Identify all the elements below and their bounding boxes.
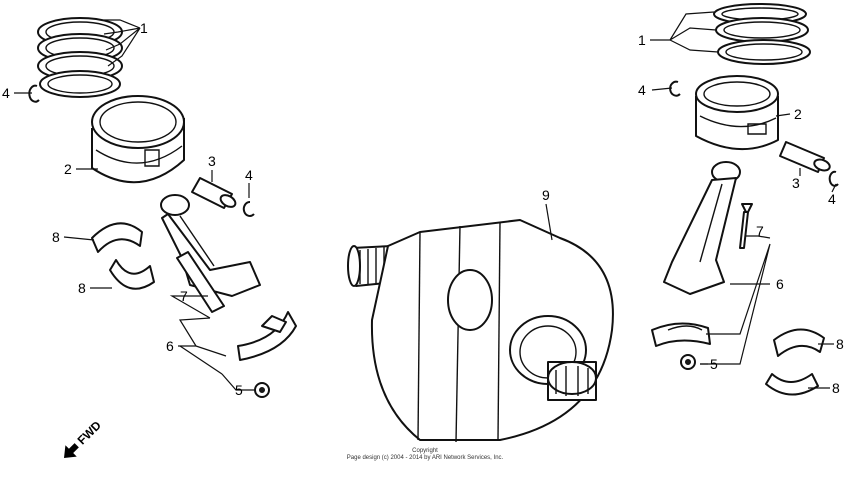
right-piston-pin[interactable]: [779, 141, 831, 173]
callout-right-bearing-upper: 8: [836, 336, 844, 352]
crankshaft[interactable]: [347, 219, 614, 443]
callout-right-piston: 2: [794, 106, 802, 122]
fwd-indicator: FWD: [64, 418, 104, 458]
left-connecting-rod[interactable]: [160, 194, 261, 313]
callout-left-bearing-lower: 8: [78, 280, 86, 296]
callout-crankshaft: 9: [542, 187, 550, 203]
callout-left-rod: 6: [166, 338, 174, 354]
callout-right-rings: 1: [638, 32, 646, 48]
callout-left-rings: 1: [140, 20, 148, 36]
left-bearing-upper[interactable]: [91, 222, 143, 253]
left-piston-pin[interactable]: [191, 177, 237, 209]
callout-right-nut: 5: [710, 356, 718, 372]
left-piston-pin-clip-outer[interactable]: [28, 84, 40, 103]
left-piston[interactable]: [91, 95, 185, 184]
leader-lines: [14, 11, 837, 391]
callout-right-bearing-lower: 8: [832, 380, 840, 396]
left-piston-rings[interactable]: [37, 17, 123, 98]
right-bearing-upper[interactable]: [773, 328, 825, 357]
fwd-arrow-icon: [64, 443, 79, 458]
callout-left-clip-inner: 4: [245, 167, 253, 183]
right-bearing-lower[interactable]: [765, 373, 819, 396]
left-piston-pin-clip-inner[interactable]: [242, 200, 255, 217]
right-connecting-rod[interactable]: [663, 161, 741, 295]
callout-left-clip-outer: 4: [2, 85, 10, 101]
callout-right-clip-inner: 4: [828, 191, 836, 207]
callout-left-nut: 5: [235, 382, 243, 398]
right-piston-pin-clip-outer[interactable]: [669, 80, 681, 97]
callout-left-bolt: 7: [180, 288, 188, 304]
left-rod-cap[interactable]: [237, 311, 297, 361]
callout-left-pin: 3: [208, 153, 216, 169]
callout-right-rod: 6: [776, 276, 784, 292]
callout-left-bearing-upper: 8: [52, 229, 60, 245]
fwd-label: FWD: [75, 418, 104, 447]
callout-left-piston: 2: [64, 161, 72, 177]
right-piston-rings[interactable]: [713, 3, 811, 65]
right-rod-nut[interactable]: [680, 354, 696, 370]
callout-right-clip-outer: 4: [638, 82, 646, 98]
left-rod-nut[interactable]: [254, 382, 270, 398]
left-bearing-lower[interactable]: [109, 259, 155, 290]
copyright-notice: Page design (c) 2004 - 2014 by ARI Netwo…: [347, 455, 504, 461]
right-piston-pin-clip-inner[interactable]: [828, 170, 839, 187]
copyright-title: Copyright: [412, 448, 438, 454]
right-piston[interactable]: [695, 75, 779, 150]
right-rod-bolt[interactable]: [739, 203, 753, 249]
callout-numbers: 1 4 2 3 4 8 8 7 6 5 9 1 4 2 3 4 7 6 5 8 …: [2, 20, 844, 398]
callout-right-bolt: 7: [756, 223, 764, 239]
right-rod-cap[interactable]: [651, 322, 711, 347]
callout-right-pin: 3: [792, 175, 800, 191]
